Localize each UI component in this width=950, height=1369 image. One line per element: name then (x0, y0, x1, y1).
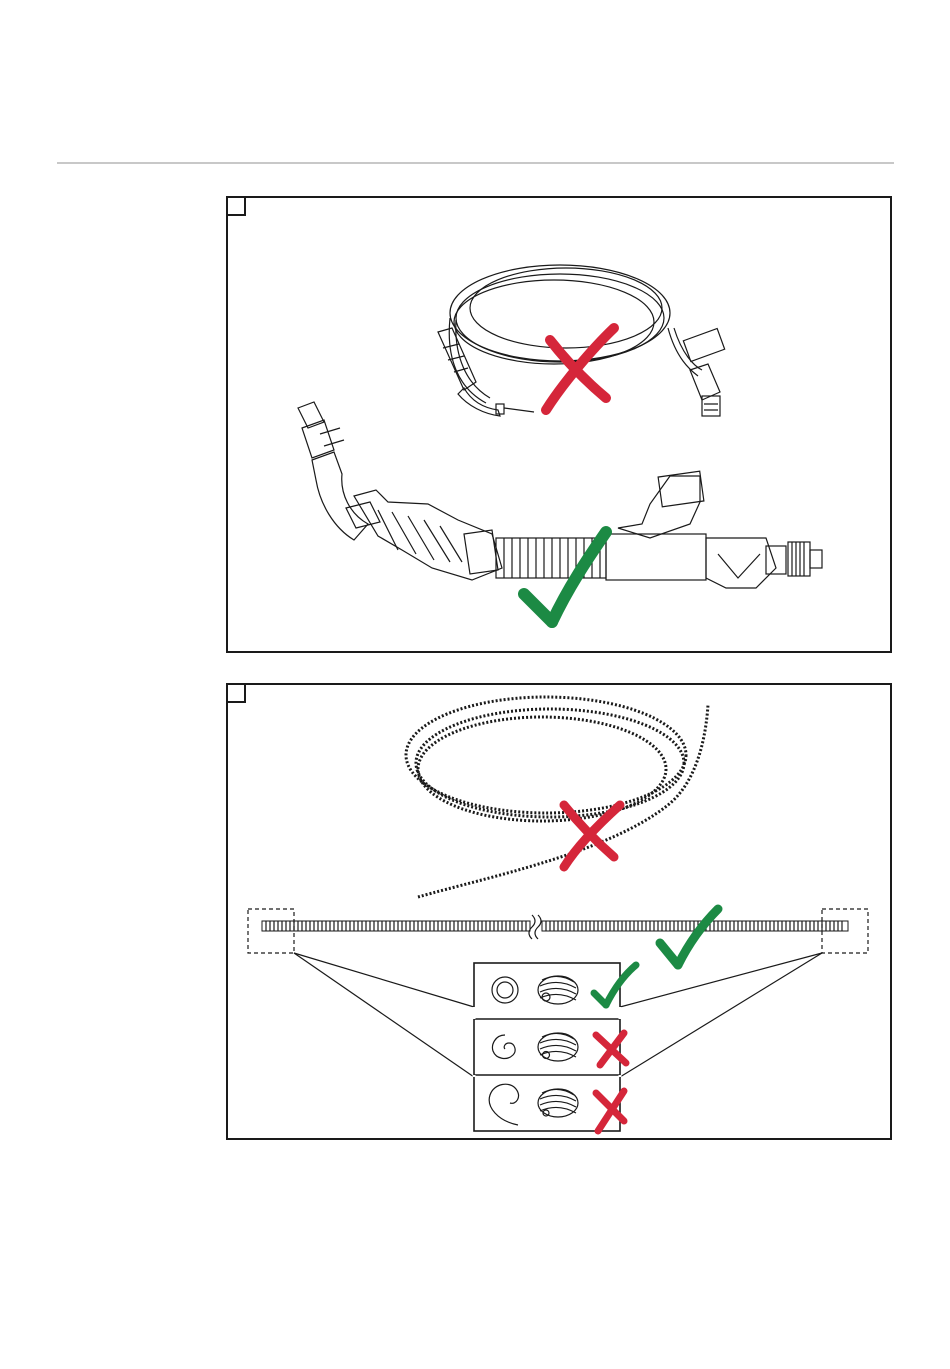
check-icon (660, 909, 718, 965)
liner-illustration (228, 685, 894, 1142)
liner-end-detail-box (474, 963, 620, 1131)
coiled-torch-hosepack (438, 265, 725, 416)
coiled-wire-liner (406, 697, 708, 897)
straight-wire-liner (248, 909, 868, 953)
straight-torch-hosepack (298, 402, 822, 588)
torch-illustration (228, 198, 894, 655)
figure-panel-liner (226, 683, 892, 1140)
cross-icon (546, 328, 614, 410)
figure-panel-torch (226, 196, 892, 653)
header-rule (57, 162, 894, 164)
